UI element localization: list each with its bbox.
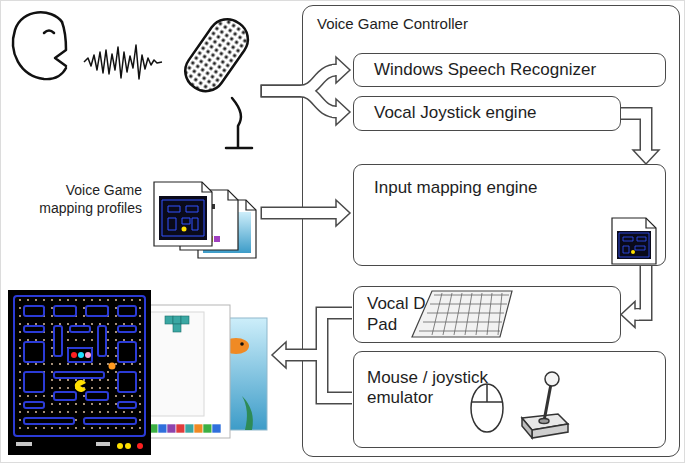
annotation-text: Voice Game mapping profiles	[22, 181, 142, 217]
eye	[44, 31, 54, 34]
mic-head	[178, 12, 256, 99]
container-box: Voice Game ControllerWindows Speech Reco…	[302, 5, 680, 457]
box-label: Vocal D-Pad	[367, 294, 437, 335]
block-arrow	[261, 200, 351, 226]
bracket-arrow	[272, 313, 352, 398]
tetris-game	[118, 305, 230, 438]
head-outline	[13, 12, 66, 79]
mouse-icon	[471, 384, 503, 432]
arrow-joint	[632, 310, 639, 320]
box-label: Mouse / joystick emulator	[367, 368, 517, 409]
arrow-fill	[634, 266, 646, 315]
joystick-icon	[522, 372, 568, 438]
underwater-game	[165, 318, 267, 430]
box-label: Input mapping engine	[374, 178, 645, 198]
arrow-joint	[641, 146, 651, 153]
process-box: Vocal D-Pad	[353, 286, 621, 343]
arrow-outline	[621, 114, 646, 152]
document-page	[198, 200, 256, 258]
process-box: Windows Speech Recognizer	[353, 53, 666, 87]
block-arrow	[621, 114, 659, 165]
microphone	[178, 12, 256, 148]
arrow-head	[621, 302, 635, 328]
arrow-head	[633, 150, 659, 164]
profile-icon	[612, 218, 656, 264]
profile-documents	[154, 182, 256, 258]
document-page	[180, 190, 238, 250]
arrow-outline	[634, 266, 646, 315]
sound-wave	[84, 45, 162, 79]
process-box: Mouse / joystick emulator	[353, 351, 666, 448]
mic-stand	[226, 98, 252, 148]
document-page	[154, 182, 212, 246]
process-box: Vocal Joystick engine	[353, 96, 621, 131]
game-screenshots	[8, 290, 267, 455]
pacman-game	[8, 290, 151, 455]
keyboard-icon	[412, 291, 512, 337]
block-arrow	[621, 266, 646, 328]
arrow-fill	[621, 114, 646, 152]
box-label: Windows Speech Recognizer	[374, 60, 596, 80]
speaker-face	[13, 12, 66, 79]
container-heading: Voice Game Controller	[317, 15, 665, 33]
mouth	[55, 22, 66, 66]
connector-layer	[621, 114, 659, 328]
split-block-arrow	[261, 57, 351, 125]
process-box: Input mapping engine	[353, 164, 666, 266]
box-label: Vocal Joystick engine	[374, 103, 537, 123]
